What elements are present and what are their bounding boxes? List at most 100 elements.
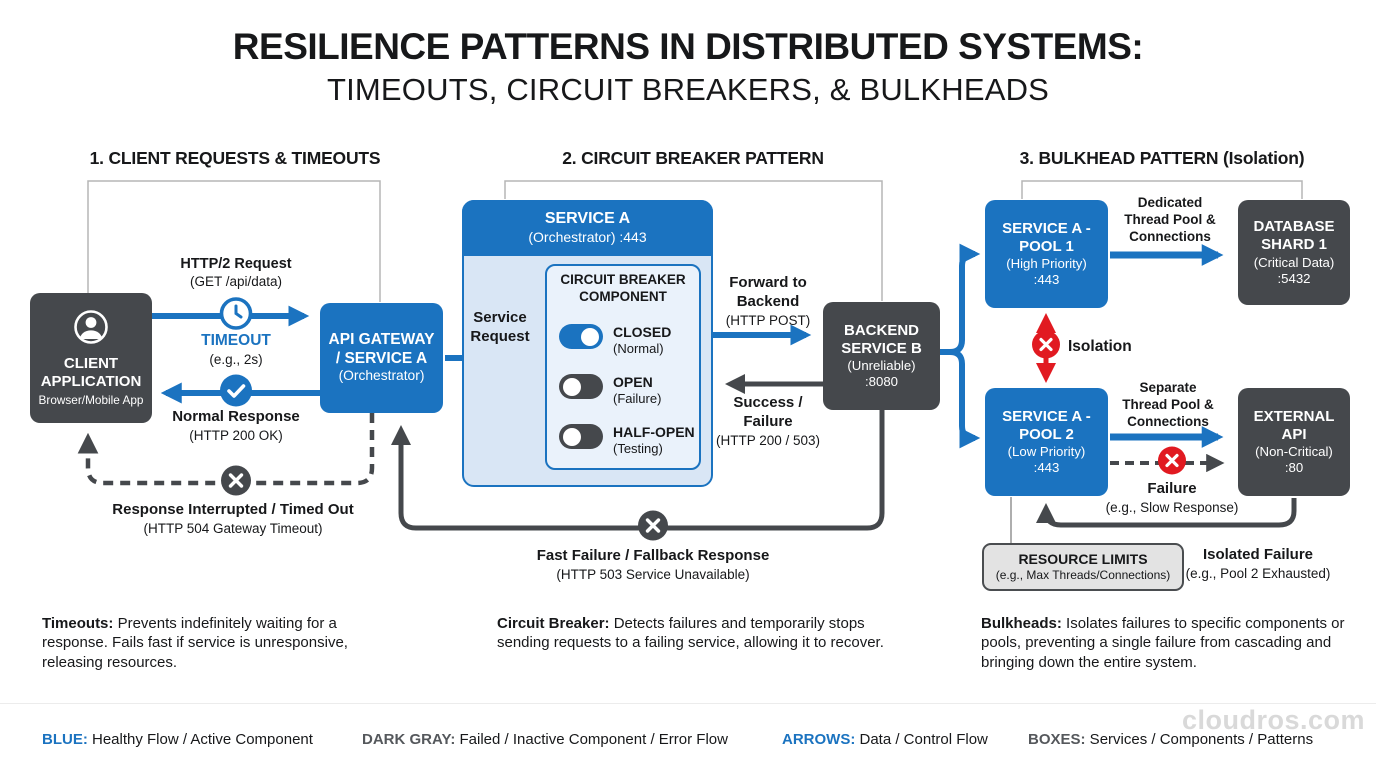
legend-item-boxes: BOXES: Services / Components / Patterns — [1028, 731, 1313, 748]
gateway-line3: (Orchestrator) — [338, 368, 425, 384]
toggle-half-open-knob — [563, 427, 581, 446]
legend-arrows-text: Data / Control Flow — [855, 731, 988, 748]
client-application-box: CLIENT APPLICATION Browser/Mobile App — [30, 293, 152, 423]
legend-item-arrows: ARROWS: Data / Control Flow — [782, 731, 988, 748]
state-open-sub: (Failure) — [613, 391, 662, 406]
description-timeouts: Timeouts: Prevents indefinitely waiting … — [42, 614, 374, 672]
separate-line3: Connections — [1127, 414, 1209, 429]
description-timeouts-term: Timeouts: — [42, 615, 114, 632]
backend-line3: (Unreliable) — [847, 358, 916, 374]
failure-sub: (e.g., Slow Response) — [1105, 499, 1239, 515]
shard1-line2: SHARD 1 — [1261, 236, 1327, 254]
timeout-sub: (e.g., 2s) — [209, 351, 263, 367]
error-x-icon — [221, 465, 252, 501]
description-timeouts-text: Prevents indefinitely waiting for a resp… — [42, 615, 348, 671]
isolation-label: Isolation — [1068, 338, 1132, 355]
client-box-line2: APPLICATION — [40, 373, 142, 391]
backend-service-b-box: BACKEND SERVICE B (Unreliable) :8080 — [823, 302, 940, 410]
gateway-line2: / SERVICE A — [335, 349, 428, 367]
legend-item-blue: BLUE: Healthy Flow / Active Component — [42, 731, 313, 748]
legend-blue-term: BLUE: — [42, 731, 88, 748]
interrupted-label: Response Interrupted / Timed Out (HTTP 5… — [112, 501, 353, 537]
backend-line1: BACKEND — [844, 321, 919, 339]
result-line2: Failure — [743, 412, 793, 430]
external-api-box: EXTERNAL API (Non-Critical) :80 — [1238, 388, 1350, 496]
dedicated-line3: Connections — [1129, 229, 1211, 244]
client-box-line1: CLIENT — [63, 354, 119, 372]
service-a-header: SERVICE A (Orchestrator) :443 — [462, 200, 713, 256]
isolated-failure-bold: Isolated Failure — [1202, 546, 1314, 563]
separate-pool-label: Separate Thread Pool & Connections — [1122, 379, 1214, 430]
isolation-x-icon — [1032, 330, 1061, 364]
toggle-half-open — [559, 424, 603, 449]
service-a-subtitle: (Orchestrator) :443 — [528, 229, 647, 246]
description-bulkheads-text: Isolates failures to specific components… — [981, 615, 1345, 671]
forward-sub: (HTTP POST) — [725, 312, 811, 328]
timeout-bold: TIMEOUT — [201, 332, 271, 349]
shard1-line1: DATABASE — [1253, 218, 1335, 236]
state-open-name: OPEN — [613, 374, 653, 390]
timeout-clock-icon — [219, 297, 253, 336]
user-icon — [72, 308, 110, 352]
backend-line2: SERVICE B — [841, 339, 922, 357]
section-header-circuit-breaker: 2. CIRCUIT BREAKER PATTERN — [562, 148, 824, 168]
interrupted-sub: (HTTP 504 Gateway Timeout) — [143, 520, 323, 536]
cb-title-line2: COMPONENT — [579, 288, 667, 304]
backend-line4: :8080 — [864, 374, 898, 390]
toggle-closed — [559, 324, 603, 349]
timeout-label: TIMEOUT (e.g., 2s) — [201, 331, 271, 368]
description-circuit-breaker: Circuit Breaker: Detects failures and te… — [497, 614, 892, 653]
service-request-line2: Request — [470, 327, 530, 345]
http2-request-label: HTTP/2 Request (GET /api/data) — [180, 255, 291, 290]
shard1-line4: :5432 — [1277, 270, 1311, 286]
state-half-open-name: HALF-OPEN — [613, 424, 695, 440]
database-shard1-box: DATABASE SHARD 1 (Critical Data) :5432 — [1238, 200, 1350, 305]
legend-arrows-term: ARROWS: — [782, 731, 856, 748]
description-circuit-breaker-text: Detects failures and temporarily stops s… — [497, 615, 884, 652]
fast-failure-label: Fast Failure / Fallback Response (HTTP 5… — [537, 547, 770, 583]
legend-gray-term: DARK GRAY: — [362, 731, 456, 748]
forward-backend-label: Forward to Backend (HTTP POST) — [726, 274, 811, 329]
failure-x-icon — [1158, 446, 1187, 480]
client-box-line3: Browser/Mobile App — [38, 393, 144, 408]
state-closed-name: CLOSED — [613, 324, 672, 340]
service-a-title: SERVICE A — [544, 210, 631, 228]
pool1-line3: (High Priority) — [1006, 256, 1087, 272]
external-line2: API — [1281, 425, 1307, 443]
backend-to-pool2-arrow — [940, 349, 981, 449]
external-line3: (Non-Critical) — [1255, 444, 1333, 460]
legend-gray-text: Failed / Inactive Component / Error Flow — [455, 731, 728, 748]
forward-line2: Backend — [736, 292, 800, 310]
http2-request-bold: HTTP/2 Request — [180, 256, 292, 272]
page-subtitle: TIMEOUTS, CIRCUIT BREAKERS, & BULKHEADS — [326, 72, 1050, 107]
legend-boxes-text: Services / Components / Patterns — [1085, 731, 1314, 748]
api-gateway-box: API GATEWAY / SERVICE A (Orchestrator) — [320, 303, 443, 413]
normal-response-bold: Normal Response — [172, 408, 300, 425]
legend-item-dark-gray: DARK GRAY: Failed / Inactive Component /… — [362, 731, 728, 748]
fallback-error-x-icon — [638, 510, 669, 546]
description-circuit-breaker-term: Circuit Breaker: — [497, 615, 610, 632]
page-title: RESILIENCE PATTERNS IN DISTRIBUTED SYSTE… — [232, 26, 1144, 67]
failure-label: Failure (e.g., Slow Response) — [1106, 480, 1239, 516]
dedicated-line2: Thread Pool & — [1124, 212, 1216, 227]
failure-bold: Failure — [1147, 480, 1197, 497]
http2-request-sub: (GET /api/data) — [189, 274, 283, 290]
isolated-failure-sub: (e.g., Pool 2 Exhausted) — [1185, 565, 1331, 581]
legend-divider — [0, 703, 1376, 704]
state-closed-sub: (Normal) — [613, 341, 664, 356]
normal-response-sub: (HTTP 200 OK) — [189, 427, 283, 443]
separate-line1: Separate — [1139, 380, 1197, 395]
backend-to-pool1-arrow — [940, 243, 981, 355]
shard1-line3: (Critical Data) — [1253, 254, 1335, 270]
interrupted-bold: Response Interrupted / Timed Out — [112, 501, 354, 518]
external-line4: :80 — [1284, 460, 1304, 476]
service-a-pool1-box: SERVICE A - POOL 1 (High Priority) :443 — [985, 200, 1108, 308]
circuit-breaker-component-title: CIRCUIT BREAKER COMPONENT — [545, 272, 701, 306]
section-header-bulkhead: 3. BULKHEAD PATTERN (Isolation) — [1019, 148, 1305, 168]
service-a-pool2-box: SERVICE A - POOL 2 (Low Priority) :443 — [985, 388, 1108, 496]
pool1-line1: SERVICE A - — [1002, 219, 1091, 237]
description-bulkheads-term: Bulkheads: — [981, 615, 1062, 632]
pool2-line4: :443 — [1033, 460, 1060, 476]
external-line1: EXTERNAL — [1253, 407, 1335, 425]
bracket-section-1 — [87, 180, 381, 310]
